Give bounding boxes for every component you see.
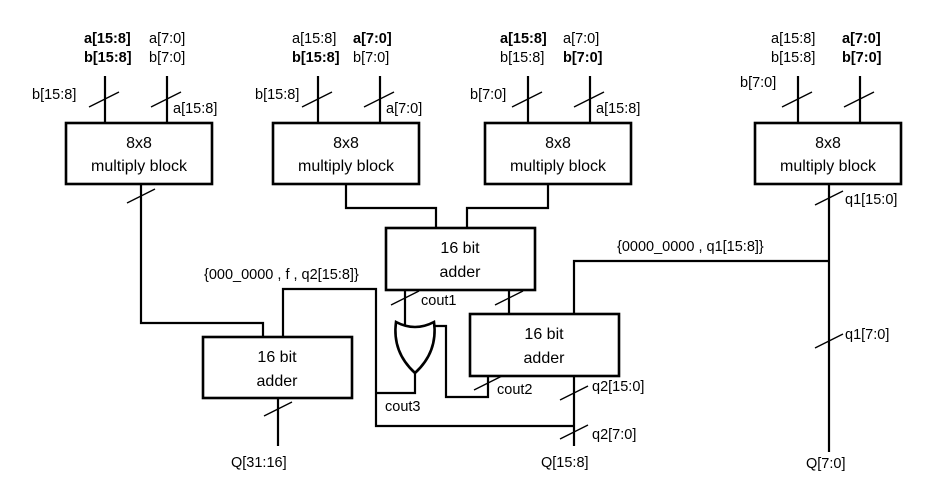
mul4-subtitle: multiply block [780, 158, 877, 175]
bus-slash [559, 385, 589, 401]
mul2-output-wire [344, 184, 438, 228]
bus-slash [363, 91, 395, 108]
mul2-block [271, 121, 421, 186]
mul4-block [753, 121, 903, 186]
mul3-output-wire [465, 184, 550, 228]
bus-slash [814, 190, 844, 206]
q1-low-label: q1[7:0] [845, 327, 889, 343]
q1-concat-wire [572, 259, 829, 314]
mul3-block [483, 121, 633, 186]
concat-left-label: {000_0000 , f , q2[15:8]} [204, 267, 359, 283]
top-adder-subtitle: adder [440, 264, 482, 281]
mul2-right-input-label: a[7:0] [386, 101, 422, 117]
mul2-subtitle: multiply block [298, 158, 395, 175]
top-adder-block [384, 226, 537, 292]
mul1-legend-b-lo: b[7:0] [149, 50, 185, 66]
cout3-wire [376, 373, 417, 395]
mul1-output-wire [139, 184, 265, 337]
mul1-subtitle: multiply block [91, 158, 188, 175]
q1-full-label: q1[15:0] [845, 192, 897, 208]
mul4-left-input-label: b[7:0] [740, 75, 776, 91]
or-gate [394, 319, 436, 375]
bus-slash [150, 91, 182, 108]
mul1-block [64, 121, 214, 186]
q2-low-wire [374, 410, 574, 428]
mul1-legend-a-lo: a[7:0] [149, 31, 185, 47]
mul1-legend-a-hi: a[15:8] [84, 31, 131, 47]
mul3-legend-b-lo: b[7:0] [563, 50, 603, 66]
bus-slash [781, 91, 813, 108]
q2-full-label: q2[15:0] [592, 379, 644, 395]
left-adder-title: 16 bit [257, 349, 297, 366]
cout1-label: cout1 [421, 293, 456, 309]
mul3-subtitle: multiply block [510, 158, 607, 175]
mul2-title: 8x8 [333, 135, 359, 152]
q2-concat-wire [281, 287, 378, 410]
concat-right-label: {0000_0000 , q1[15:8]} [617, 239, 764, 255]
bus-slash [573, 91, 605, 108]
mul3-legend-a-lo: a[7:0] [563, 31, 599, 47]
mul4-legend-a-lo: a[7:0] [842, 31, 881, 47]
bus-slash [263, 401, 293, 417]
output-q-hi-label: Q[31:16] [231, 455, 287, 471]
mul3-left-input-label: b[7:0] [470, 87, 506, 103]
mul4-title: 8x8 [815, 135, 841, 152]
mul1-right-input-label: a[15:8] [173, 101, 217, 117]
mul2-legend-b-hi: b[15:8] [292, 50, 340, 66]
mul2-legend-a-hi: a[15:8] [292, 31, 336, 47]
mul4-legend-b-hi: b[15:8] [771, 50, 815, 66]
mul3-legend-b-hi: b[15:8] [500, 50, 544, 66]
bus-slash [301, 91, 333, 108]
cout2-label: cout2 [497, 382, 532, 398]
output-q-mid-label: Q[15:8] [541, 455, 589, 471]
mul4-legend-b-lo: b[7:0] [842, 50, 882, 66]
mul2-legend-a-lo: a[7:0] [353, 31, 392, 47]
mul2-legend-b-lo: b[7:0] [353, 50, 389, 66]
right-adder-subtitle: adder [524, 350, 566, 367]
mul3-legend-a-hi: a[15:8] [500, 31, 547, 47]
left-adder-subtitle: adder [257, 373, 299, 390]
bus-slash [511, 91, 543, 108]
bus-slash [473, 375, 503, 391]
mul1-legend-b-hi: b[15:8] [84, 50, 132, 66]
cout3-label: cout3 [385, 399, 420, 415]
bus-slash [88, 91, 120, 108]
bus-slash [843, 91, 875, 108]
right-adder-block [468, 312, 621, 378]
mul3-title: 8x8 [545, 135, 571, 152]
mul3-right-input-label: a[15:8] [596, 101, 640, 117]
output-q-lo-label: Q[7:0] [806, 456, 846, 472]
mul1-left-input-label: b[15:8] [32, 87, 76, 103]
bus-slash [494, 290, 524, 306]
mul4-legend-a-hi: a[15:8] [771, 31, 815, 47]
q2-low-label: q2[7:0] [592, 427, 636, 443]
left-adder-block [201, 335, 354, 400]
bus-slash [390, 290, 420, 306]
bus-slash [814, 333, 844, 349]
top-adder-title: 16 bit [440, 240, 480, 257]
bus-slash [559, 424, 589, 440]
mul1-title: 8x8 [126, 135, 152, 152]
right-adder-title: 16 bit [524, 326, 564, 343]
mul2-left-input-label: b[15:8] [255, 87, 299, 103]
bus-slash [126, 188, 156, 204]
